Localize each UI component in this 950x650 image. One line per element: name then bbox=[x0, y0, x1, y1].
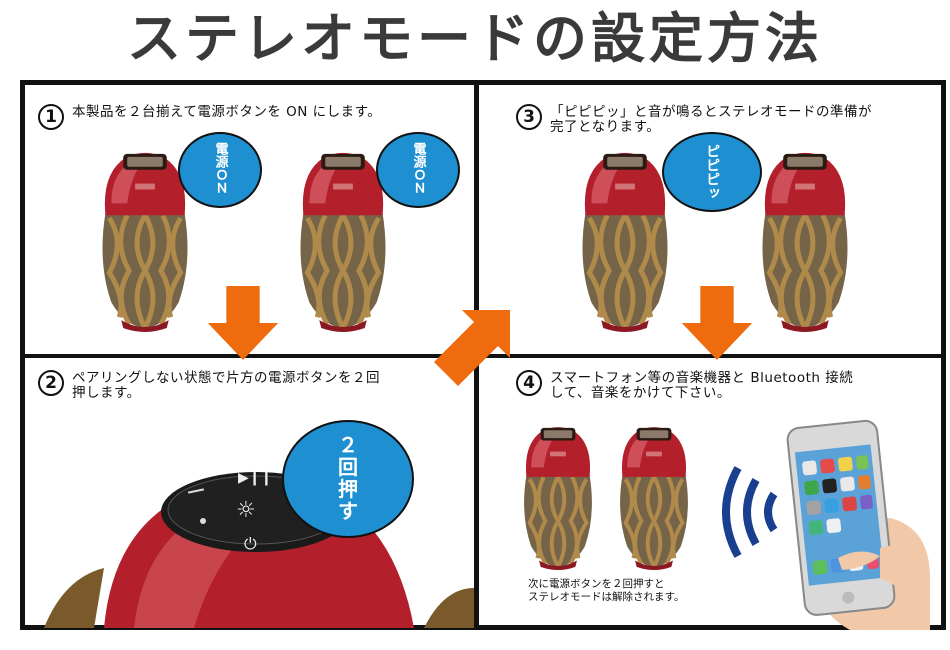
step-4: 4 スマートフォン等の音楽機器と Bluetooth 接続 して、音楽をかけて下… bbox=[516, 370, 853, 401]
speech-bubble-power-on: 電源ＯＮ bbox=[376, 132, 460, 208]
arrow-diagonal-icon bbox=[434, 310, 510, 386]
step-3: 3 「ピピピッ」と音が鳴るとステレオモードの準備が 完了となります。 bbox=[516, 104, 872, 135]
dot-icon bbox=[200, 518, 206, 524]
speech-bubble-press-twice: ２ 回 押 す bbox=[282, 420, 414, 538]
speech-bubble-beep: ピピピッ bbox=[662, 132, 762, 212]
step-number: 2 bbox=[38, 370, 64, 396]
page-title: ステレオモードの設定方法 bbox=[127, 7, 823, 70]
power-icon[interactable]: ⏻ bbox=[244, 534, 257, 553]
step-number: 1 bbox=[38, 104, 64, 130]
light-icon[interactable]: ☼ bbox=[236, 498, 256, 523]
speaker-image bbox=[612, 420, 696, 570]
play-pause-icon[interactable]: ▶❙❙ bbox=[238, 470, 273, 486]
smartphone-icon bbox=[786, 419, 930, 630]
speaker-image bbox=[752, 144, 858, 332]
step-text: ペアリングしない状態で片方の電源ボタンを２回 押します。 bbox=[72, 370, 380, 401]
arrow-down-icon bbox=[680, 282, 754, 364]
step-number: 3 bbox=[516, 104, 542, 130]
step-text: 「ピピピッ」と音が鳴るとステレオモードの準備が 完了となります。 bbox=[550, 104, 872, 135]
step-text: 本製品を２台揃えて電源ボタンを ON にします。 bbox=[72, 104, 382, 120]
step-2: 2 ペアリングしない状態で片方の電源ボタンを２回 押します。 bbox=[38, 370, 380, 401]
step-number: 4 bbox=[516, 370, 542, 396]
step-1: 1 本製品を２台揃えて電源ボタンを ON にします。 bbox=[38, 104, 381, 130]
speech-bubble-power-on: 電源ＯＮ bbox=[178, 132, 262, 208]
bluetooth-waves-icon bbox=[722, 466, 778, 558]
note-text: 次に電源ボタンを２回押すと ステレオモードは解除されます。 bbox=[528, 578, 685, 603]
step-text: スマートフォン等の音楽機器と Bluetooth 接続 して、音楽をかけて下さい… bbox=[550, 370, 854, 401]
arrow-down-icon bbox=[206, 282, 280, 364]
speaker-image bbox=[516, 420, 600, 570]
speaker-closeup-image bbox=[44, 472, 474, 628]
